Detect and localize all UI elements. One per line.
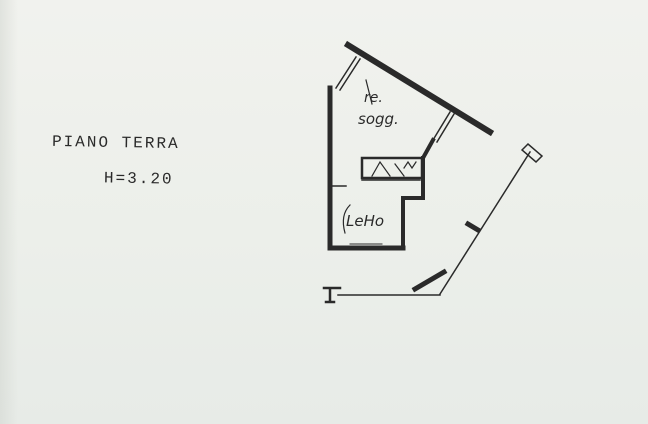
terrace-left-cap [322, 286, 342, 304]
terrace-slanted-edge [438, 150, 532, 296]
lounge-label-line1: re. [364, 90, 383, 106]
lounge-label-line2: sogg. [358, 110, 399, 128]
lounge-right-wall [420, 137, 436, 161]
stair-sketch [371, 160, 405, 177]
lounge-sketch-line [365, 79, 373, 105]
top-slanted-wall [343, 40, 495, 137]
window-upper-left [334, 55, 358, 90]
window-right-inner [435, 112, 456, 144]
terrace-post [464, 220, 482, 234]
bedroom-label: LeHo [346, 212, 384, 230]
bedroom-door-arc [342, 204, 351, 234]
window-right [431, 110, 452, 142]
bathroom-fixture-sketch [403, 160, 417, 170]
bathroom-box [360, 156, 424, 180]
terrace-right-cap [520, 142, 544, 164]
terrace-railing-segment [411, 268, 448, 293]
window-upper-left-inner [338, 57, 362, 92]
